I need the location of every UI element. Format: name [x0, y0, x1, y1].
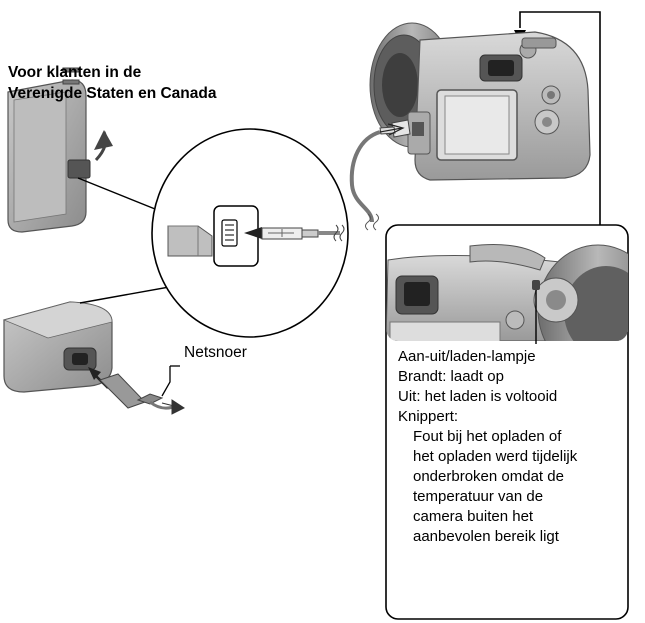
adapter-usa	[7, 67, 113, 233]
camera-illustration	[369, 22, 591, 181]
usb-callout	[77, 128, 349, 338]
region-heading: Voor klanten in de Verenigde Staten en C…	[8, 62, 216, 104]
indicator-legend: Aan-uit/laden-lampje Brandt: laadt op Ui…	[398, 347, 638, 547]
blink-detail-line: Fout bij het opladen of	[413, 428, 562, 445]
heading-line-1: Voor klanten in de	[8, 64, 142, 81]
power-cord	[88, 365, 185, 415]
heading-line-2: Verenigde Staten en Canada	[8, 85, 217, 102]
usb-cable	[349, 130, 381, 223]
indicator-inset	[385, 224, 629, 620]
blink-detail-line: aanbevolen bereik ligt	[413, 528, 559, 545]
blink-detail-line: onderbroken omdat de	[413, 468, 564, 485]
blink-detail-line: temperatuur van de	[413, 488, 544, 505]
adapter-standard	[2, 301, 113, 393]
power-cord-label: Netsnoer	[184, 344, 247, 361]
blink-detail-line: het opladen werd tijdelijk	[413, 448, 578, 465]
indicator-title: Aan-uit/laden-lampje	[398, 348, 536, 365]
indicator-blink: Knippert:	[398, 408, 459, 425]
blink-detail-line: camera buiten het	[413, 508, 534, 525]
indicator-on: Brandt: laadt op	[398, 368, 504, 385]
indicator-off: Uit: het laden is voltooid	[398, 388, 558, 405]
